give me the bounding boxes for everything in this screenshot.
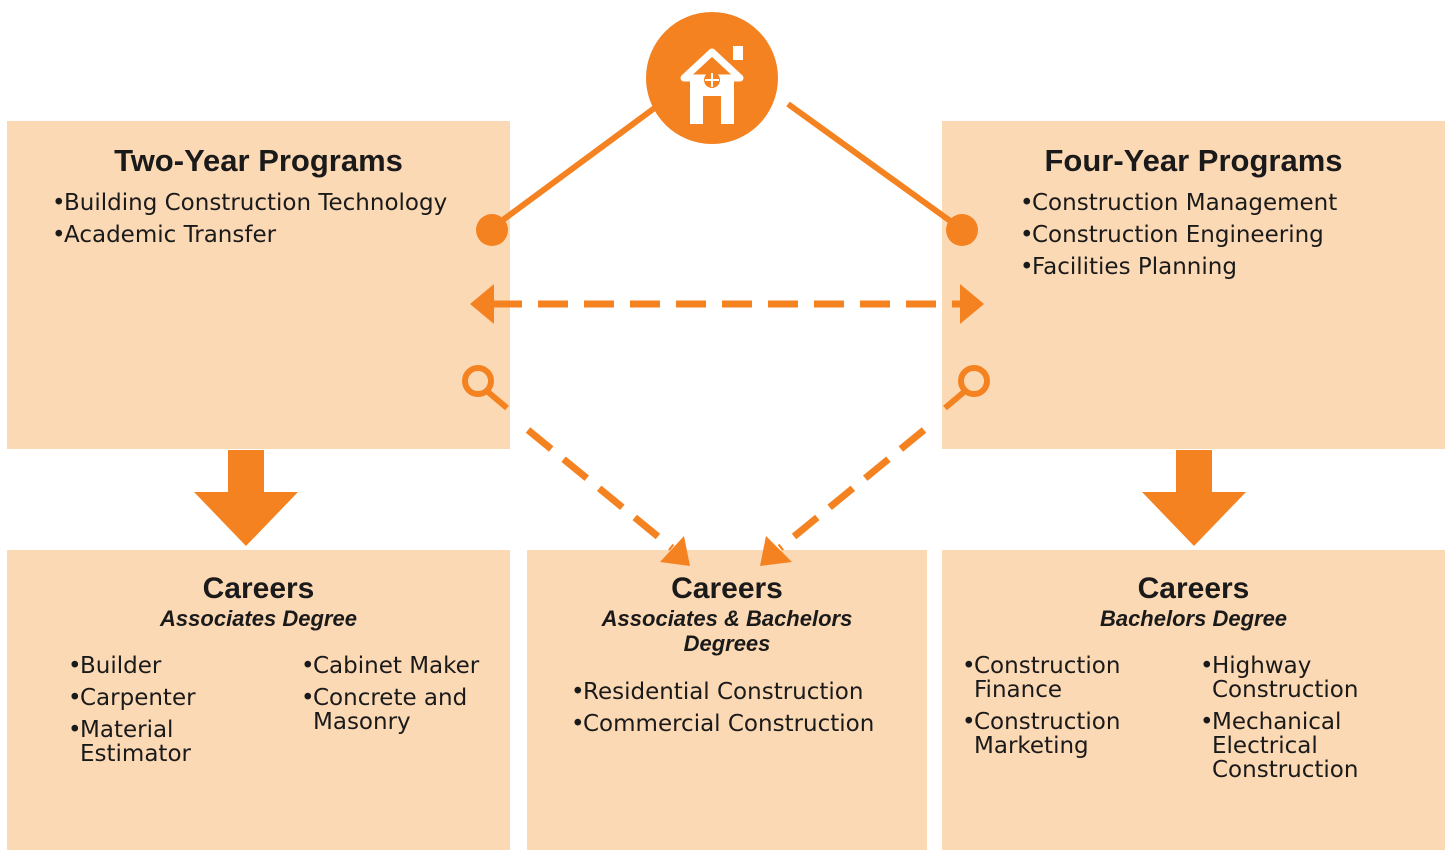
list-item: Cabinet Maker [301,654,501,678]
list-item: Concrete and Masonry [301,686,483,734]
careers-both-box: Careers Associates & Bachelors Degrees R… [527,550,927,850]
careers-associates-title: Careers [202,572,315,605]
list-item: Residential Construction [571,680,921,704]
careers-associates-col1: Builder Carpenter Material Estimator [68,654,268,766]
list-item: Facilities Planning [1020,255,1337,279]
list-item: Construction Engineering [1020,223,1337,247]
list-item: Building Construction Technology [52,191,447,215]
list-item: Builder [68,654,268,678]
list-item: Construction Management [1020,191,1337,215]
list-item: Academic Transfer [52,223,447,247]
two-year-programs-box: Two-Year Programs Building Construction … [7,121,510,449]
careers-both-list: Residential Construction Commercial Cons… [571,680,921,736]
list-item: Highway Construction [1200,654,1372,702]
connector-line-right [786,101,962,231]
four-year-programs-title: Four-Year Programs [1044,143,1343,178]
careers-bachelors-col2: Highway Construction Mechanical Electric… [1200,654,1400,782]
list-item: Construction Finance [962,654,1144,702]
diagonal-arrowhead-right [760,536,792,566]
connector-dot-left [476,214,508,246]
two-year-programs-title: Two-Year Programs [114,143,403,178]
transfer-arrowhead-left [470,284,494,324]
connector-line-left [490,101,662,231]
careers-bachelors-subtitle: Bachelors Degree [1099,606,1288,631]
connector-dot-right [946,214,978,246]
list-item: Carpenter [68,686,268,710]
four-year-programs-box: Four-Year Programs Construction Manageme… [942,121,1445,449]
down-arrow-right [1142,450,1246,546]
diagonal-dashed-left [525,427,675,551]
list-item: Commercial Construction [571,712,921,736]
down-arrow-left [194,450,298,546]
magnifier-icon-right [943,365,990,411]
careers-bachelors-col1: Construction Finance Construction Market… [962,654,1162,758]
transfer-arrowhead-right [960,284,984,324]
list-item: Construction Marketing [962,710,1144,758]
careers-bachelors-title: Careers [1137,572,1250,605]
magnifier-icon-left [462,365,509,411]
four-year-programs-list: Construction Management Construction Eng… [1020,191,1337,287]
careers-associates-col2: Cabinet Maker Concrete and Masonry [301,654,501,734]
diagonal-dashed-right [777,427,927,551]
diagonal-arrowhead-left [660,536,690,566]
two-year-programs-list: Building Construction Technology Academi… [52,191,447,255]
careers-both-subtitle: Associates & Bachelors Degrees [601,606,853,656]
careers-associates-subtitle: Associates Degree [160,606,357,631]
house-icon [646,12,778,144]
careers-associates-box: Careers Associates Degree Builder Carpen… [7,550,510,850]
list-item: Material Estimator [68,718,200,766]
careers-both-title: Careers [671,572,783,605]
careers-bachelors-box: Careers Bachelors Degree Construction Fi… [942,550,1445,850]
list-item: Mechanical Electrical Construction [1200,710,1358,782]
